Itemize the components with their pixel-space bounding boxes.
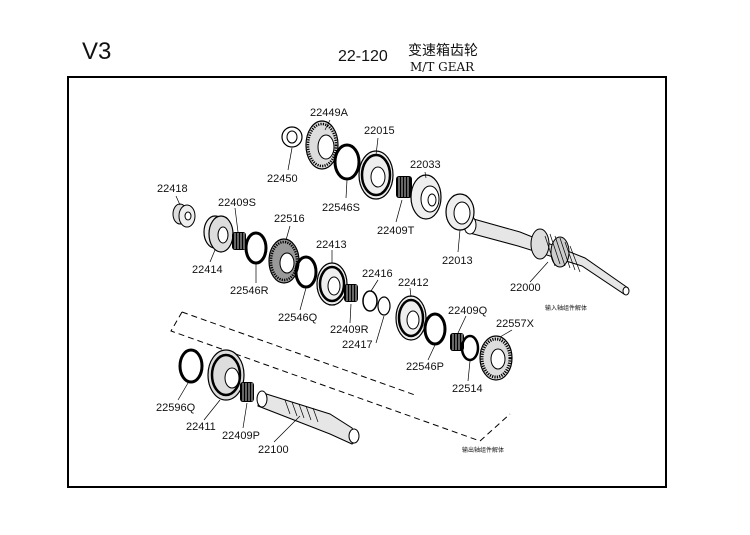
note-output-shaft: 输出轴组件解体 [462, 446, 504, 454]
label-22100: 22100 [258, 444, 289, 456]
label-22033: 22033 [410, 159, 441, 171]
label-22596Q: 22596Q [156, 402, 196, 414]
part-22409S [232, 232, 246, 250]
part-22546P [423, 312, 447, 346]
part-22414 [203, 215, 234, 253]
part-22409T [396, 176, 412, 198]
label-22409T: 22409T [377, 225, 415, 237]
page-title-en: M/T GEAR [410, 60, 475, 74]
part-22596Q [178, 348, 204, 384]
label-22412: 22412 [398, 277, 429, 289]
label-22015: 22015 [364, 125, 395, 137]
label-22418: 22418 [157, 183, 188, 195]
diagram-frame [67, 76, 667, 488]
label-22516: 22516 [274, 213, 305, 225]
part-22033 [410, 174, 442, 220]
label-22546P: 22546P [406, 361, 444, 373]
part-22514 [460, 334, 480, 362]
label-22450: 22450 [267, 173, 298, 185]
label-22414: 22414 [192, 264, 223, 276]
label-22416: 22416 [362, 268, 393, 280]
label-22557X: 22557X [496, 318, 535, 330]
part-22015 [358, 150, 394, 200]
part-22409R [344, 284, 358, 302]
note-input-shaft: 输入轴组件解体 [545, 304, 587, 312]
page-title-cn: 变速箱齿轮 [408, 43, 478, 59]
label-22546Q: 22546Q [278, 312, 318, 324]
label-22409S: 22409S [218, 197, 256, 209]
output-shaft-22100 [256, 390, 360, 445]
part-22412 [395, 295, 427, 341]
label-22546R: 22546R [230, 285, 269, 297]
label-22417: 22417 [342, 339, 373, 351]
page-number: 22-120 [338, 48, 388, 65]
label-22449A: 22449A [310, 107, 349, 119]
label-22409R: 22409R [330, 324, 369, 336]
label-22546S: 22546S [322, 202, 360, 214]
part-22516 [268, 238, 300, 284]
input-shaft-22000 [463, 215, 630, 296]
label-22013: 22013 [442, 255, 473, 267]
part-22546S [333, 143, 361, 181]
label-22409P: 22409P [222, 430, 260, 442]
part-22411 [207, 349, 245, 401]
output-group-outline [170, 311, 511, 442]
part-22409P [240, 382, 254, 402]
label-22514: 22514 [452, 383, 483, 395]
part-22418 [172, 203, 196, 228]
part-22546R [244, 231, 268, 265]
part-22413 [316, 262, 348, 306]
label-22409Q: 22409Q [448, 305, 488, 317]
leader-lines [175, 119, 549, 443]
part-22449A [305, 120, 339, 170]
part-22546Q [294, 255, 318, 289]
model-code: V3 [82, 38, 112, 65]
label-22000: 22000 [510, 282, 541, 294]
part-22416 [362, 290, 378, 312]
label-22411: 22411 [186, 421, 216, 433]
label-22413: 22413 [316, 239, 347, 251]
part-22557X [479, 335, 513, 381]
part-22417 [377, 296, 391, 316]
part-22450 [281, 126, 303, 148]
part-22013 [445, 193, 475, 231]
output-group-outline-top [181, 311, 416, 396]
